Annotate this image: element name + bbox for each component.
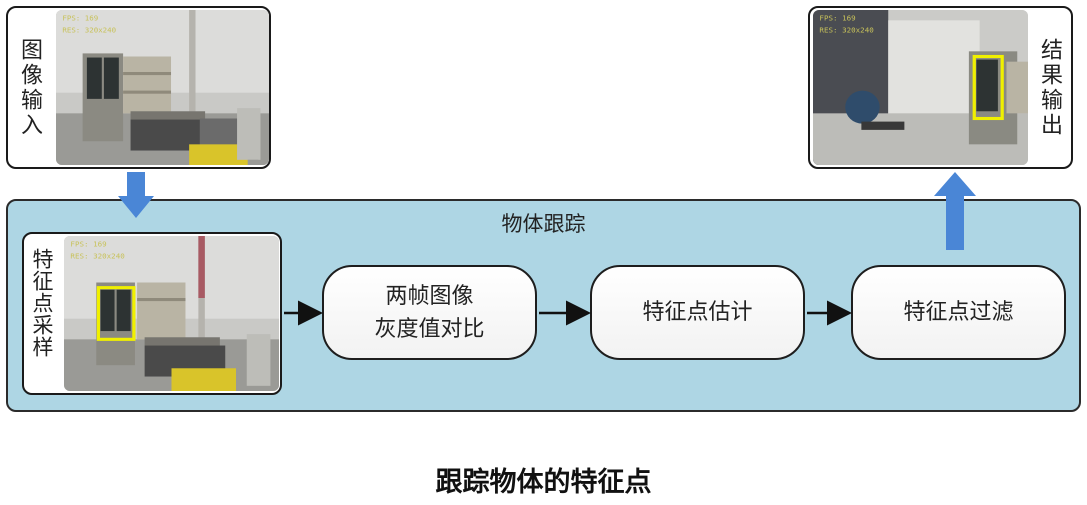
step-feature-filtering: 特征点过滤 [851,265,1066,360]
output-photo: FPS: 169 RES: 320x240 [813,10,1028,165]
tracking-box [96,286,136,341]
sampling-card: 特征点采样 FPS: 169 RES: 320x240 [22,232,282,395]
svg-text:RES: 320x240: RES: 320x240 [62,26,116,35]
panel-title: 物体跟踪 [501,212,586,236]
svg-text:FPS: 169: FPS: 169 [819,13,855,22]
svg-text:RES: 320x240: RES: 320x240 [70,252,124,261]
input-card: 图像输入 FPS: 169 RES: 320x240 [6,6,271,169]
sampling-photo: FPS: 169 RES: 320x240 [64,236,279,391]
step-feature-estimation: 特征点估计 [590,265,805,360]
svg-text:FPS: 169: FPS: 169 [62,13,98,22]
input-label: 图像输入 [17,38,42,138]
sampling-label: 特征点采样 [30,248,54,358]
svg-text:FPS: 169: FPS: 169 [70,239,106,248]
svg-text:RES: 320x240: RES: 320x240 [819,26,873,35]
figure-caption: 跟踪物体的特征点 [435,467,652,498]
input-photo: FPS: 169 RES: 320x240 [56,10,269,165]
feature-sampling-image: FPS: 169 RES: 320x240 [64,236,279,391]
tracking-box [972,54,1004,121]
output-card: FPS: 169 RES: 320x240 结果输出 [808,6,1073,169]
output-label: 结果输出 [1037,38,1062,138]
step-frame-comparison: 两帧图像 灰度值对比 [322,265,537,360]
tracked-result-image: FPS: 169 RES: 320x240 [813,10,1028,165]
room-photo-image: FPS: 169 RES: 320x240 [56,10,269,165]
